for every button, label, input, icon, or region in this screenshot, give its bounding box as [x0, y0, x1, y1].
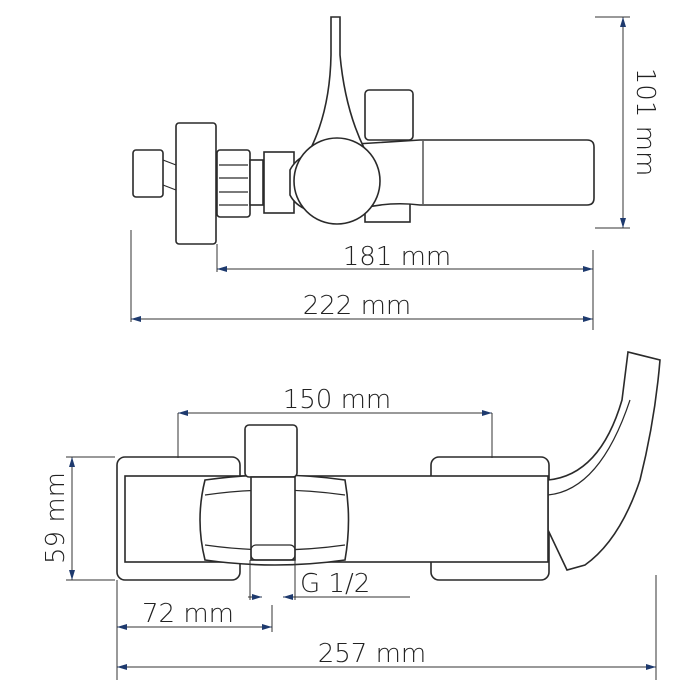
lever-handle	[308, 16, 367, 151]
mixer-cartridge	[293, 137, 381, 225]
label-257: 257 mm	[318, 639, 427, 669]
outlet-connector	[250, 476, 296, 561]
diverter-knob	[364, 89, 414, 141]
inlet-fitting	[132, 149, 164, 198]
wall-flange	[175, 122, 217, 245]
body-end	[263, 151, 295, 214]
hex-nut	[216, 149, 251, 218]
top-dimensions: 101 mm 181 mm 222 mm	[130, 16, 660, 330]
front-view	[116, 351, 661, 581]
eccentric-connector	[162, 159, 177, 191]
top-view	[132, 16, 595, 245]
label-101: 101 mm	[630, 68, 660, 177]
label-thread: G 1/2	[300, 569, 370, 599]
label-181: 181 mm	[343, 242, 452, 272]
label-150: 150 mm	[283, 385, 392, 415]
front-dimensions: 150 mm 59 mm G 1/2 72 mm 257 mm	[41, 385, 657, 680]
spout-arm	[547, 351, 661, 571]
label-72: 72 mm	[142, 599, 234, 629]
label-222: 222 mm	[303, 291, 412, 321]
diverter-button	[244, 424, 298, 478]
label-59: 59 mm	[41, 472, 71, 564]
connector	[249, 159, 264, 206]
